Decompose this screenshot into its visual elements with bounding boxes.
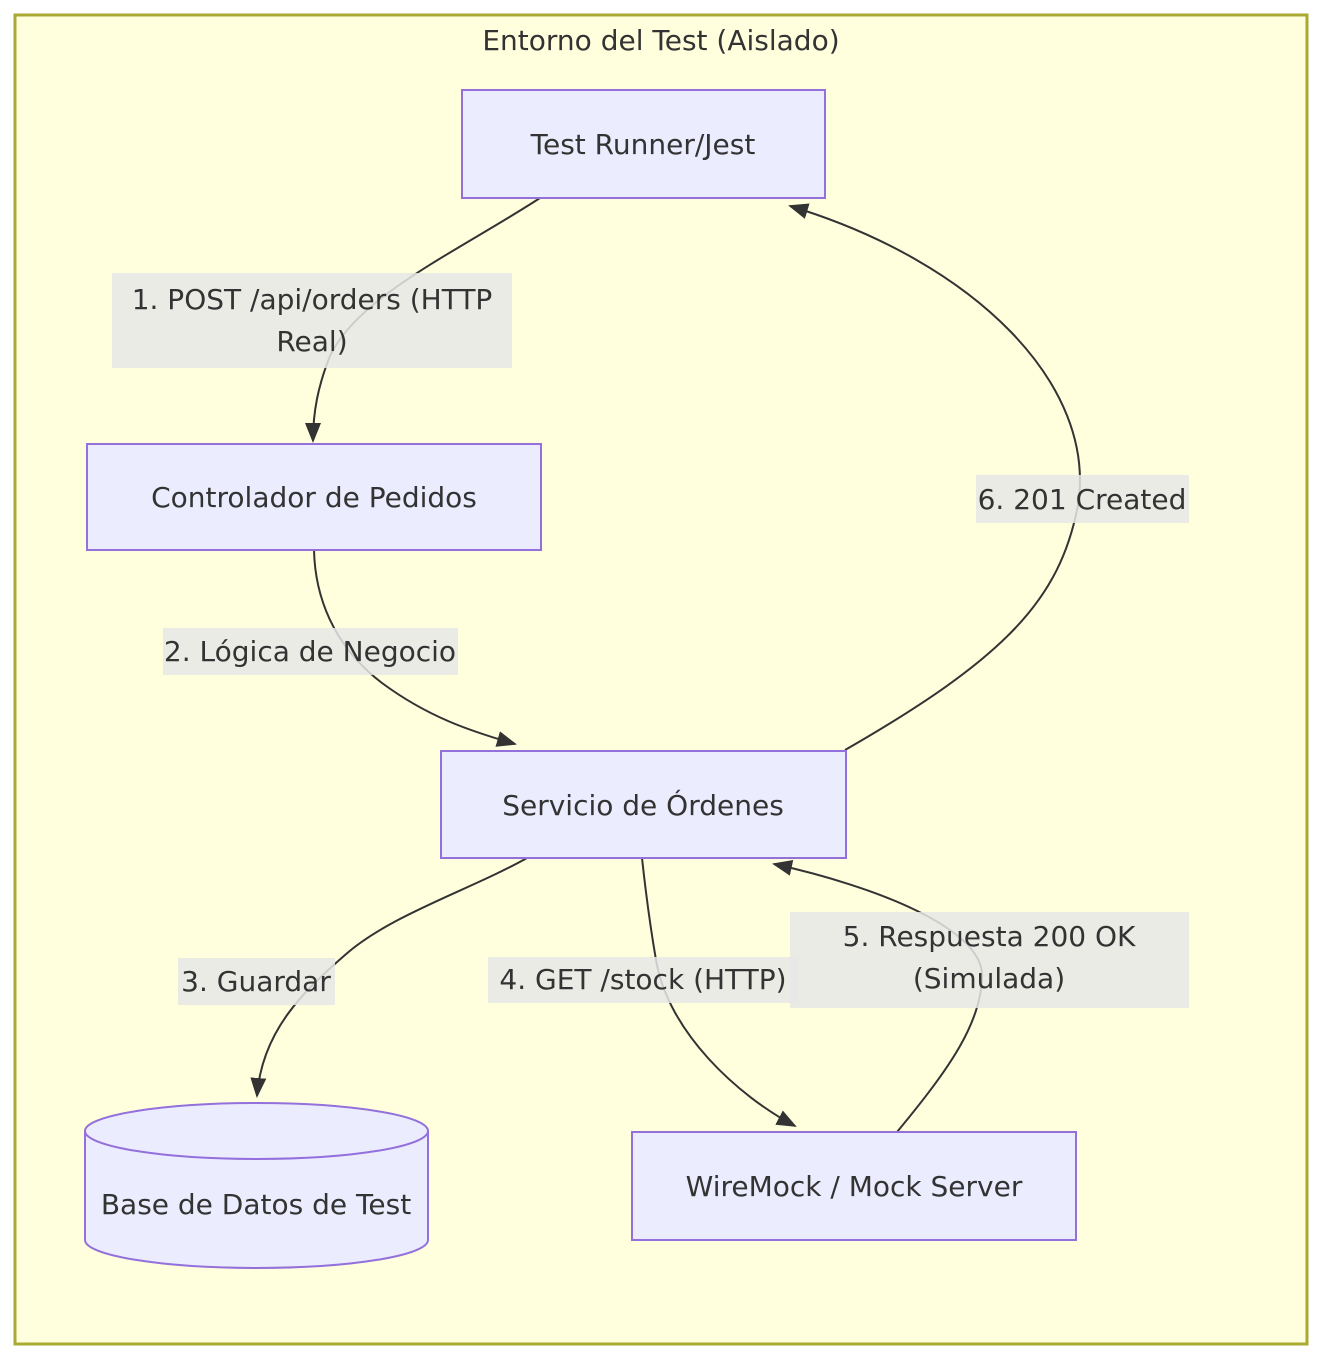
node-controlador: Controlador de Pedidos	[86, 443, 542, 551]
node-servicio-box	[440, 750, 847, 859]
node-wiremock-box	[631, 1131, 1077, 1241]
cluster-title: Entorno del Test (Aislado)	[482, 24, 839, 57]
edge-label-3-bg	[178, 958, 335, 1005]
edge-label-1-bg	[112, 273, 512, 368]
edge-label-5-line-2: (Simulada)	[913, 962, 1065, 995]
node-test-runner: Test Runner/Jest	[461, 89, 826, 199]
edge-controlador-to-servicio	[313, 549, 517, 747]
node-servicio-label: Servicio de Órdenes	[502, 788, 784, 822]
node-test-runner-label: Test Runner/Jest	[530, 128, 756, 161]
edge-label-1-line-1: 1. POST /api/orders (HTTP	[132, 283, 493, 316]
node-wiremock-label: WireMock / Mock Server	[686, 1170, 1023, 1203]
edge-label-3: 3. Guardar	[178, 958, 335, 1005]
edge-label-1-line-2: Real)	[276, 325, 347, 358]
edge-label-6-text: 6. 201 Created	[978, 483, 1187, 516]
edge-label-5: 5. Respuesta 200 OK (Simulada)	[790, 912, 1189, 1008]
database-cylinder-rim	[84, 1130, 429, 1160]
node-wiremock: WireMock / Mock Server	[631, 1131, 1077, 1241]
node-test-runner-box	[461, 89, 826, 199]
node-servicio: Servicio de Órdenes	[440, 750, 847, 859]
edge-label-5-bg	[790, 912, 1189, 1008]
edge-label-4: 4. GET /stock (HTTP)	[488, 957, 798, 1003]
nodes: Test Runner/Jest Controlador de Pedidos …	[84, 89, 1077, 1269]
node-base-datos: Base de Datos de Test	[84, 1102, 429, 1269]
edge-label-1: 1. POST /api/orders (HTTP Real)	[112, 273, 512, 368]
edge-label-2-text: 2. Lógica de Negocio	[164, 635, 456, 668]
edge-label-4-bg	[488, 957, 798, 1003]
database-cylinder-icon	[84, 1102, 429, 1269]
node-base-datos-label: Base de Datos de Test	[101, 1188, 411, 1221]
edge-label-3-text: 3. Guardar	[181, 965, 331, 998]
edge-labels: 1. POST /api/orders (HTTP Real) 2. Lógic…	[112, 273, 1189, 1008]
edge-label-6: 6. 201 Created	[976, 475, 1189, 523]
edge-label-6-bg	[976, 475, 1189, 523]
edge-label-4-text: 4. GET /stock (HTTP)	[499, 963, 786, 996]
node-controlador-box	[86, 443, 542, 551]
edge-label-5-line-1: 5. Respuesta 200 OK	[843, 920, 1136, 953]
edge-label-2-bg	[163, 628, 458, 675]
edge-servicio-to-base-datos	[250, 857, 528, 1098]
node-controlador-label: Controlador de Pedidos	[151, 481, 477, 514]
edge-label-2: 2. Lógica de Negocio	[163, 628, 458, 675]
